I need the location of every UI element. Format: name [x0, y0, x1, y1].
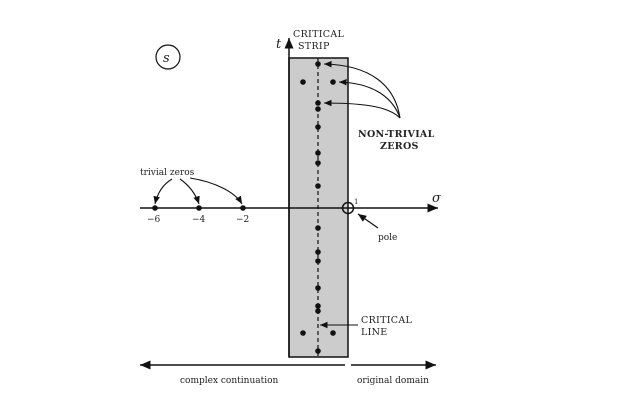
- sigma-axis-label: σ: [432, 191, 442, 206]
- zeros: [152, 61, 336, 354]
- non-trivial-zero-dot: [315, 303, 321, 309]
- complex-continuation-label: complex continuation: [180, 376, 279, 386]
- non-trivial-arrows: [323, 60, 401, 119]
- non-trivial-zero-dot: [315, 100, 321, 106]
- non-trivial-zero-dot: [315, 258, 321, 264]
- tick-minus-6: −6: [147, 215, 161, 225]
- non-trivial-zero-dot: [330, 79, 336, 85]
- non-trivial-zero-dot: [315, 249, 321, 255]
- critical-line-label-1: CRITICAL: [361, 315, 412, 326]
- non-trivial-zero-dot: [315, 225, 321, 231]
- tick-minus-2: −2: [236, 215, 249, 225]
- non-trivial-zero-dot: [315, 61, 321, 67]
- non-trivial-zero-dot: [315, 308, 321, 314]
- s-symbol: s: [163, 51, 170, 66]
- t-axis-label: t: [276, 37, 282, 52]
- tick-minus-4: −4: [192, 215, 206, 225]
- critical-strip-label-2: STRIP: [298, 41, 330, 52]
- non-trivial-zero-dot: [315, 348, 321, 354]
- non-trivial-zero-dot: [300, 79, 306, 85]
- trivial-zero-dot: [240, 205, 246, 211]
- non-trivial-zero-dot: [330, 330, 336, 336]
- pole-label: pole: [378, 233, 397, 243]
- critical-line-label-2: LINE: [361, 327, 388, 338]
- non-trivial-zero-dot: [315, 285, 321, 291]
- trivial-arrows: [153, 177, 243, 205]
- pole-arrow: [357, 213, 379, 229]
- non-trivial-label-1: NON-TRIVIAL: [358, 129, 435, 140]
- s-symbol-circle: [155, 44, 181, 70]
- trivial-zero-dot: [152, 205, 158, 211]
- non-trivial-zero-dot: [315, 150, 321, 156]
- non-trivial-zero-dot: [315, 160, 321, 166]
- non-trivial-zero-dot: [300, 330, 306, 336]
- non-trivial-label-2: ZEROS: [380, 141, 419, 152]
- pole-marker: [341, 201, 355, 215]
- trivial-zeros-label: trivial zeros: [140, 168, 195, 178]
- critical-strip-label-1: CRITICAL: [293, 29, 344, 40]
- non-trivial-zero-dot: [315, 124, 321, 130]
- trivial-zero-dot: [196, 205, 202, 211]
- non-trivial-zero-dot: [315, 183, 321, 189]
- one-label: 1: [354, 198, 358, 206]
- original-domain-label: original domain: [357, 376, 429, 386]
- non-trivial-zero-dot: [315, 106, 321, 112]
